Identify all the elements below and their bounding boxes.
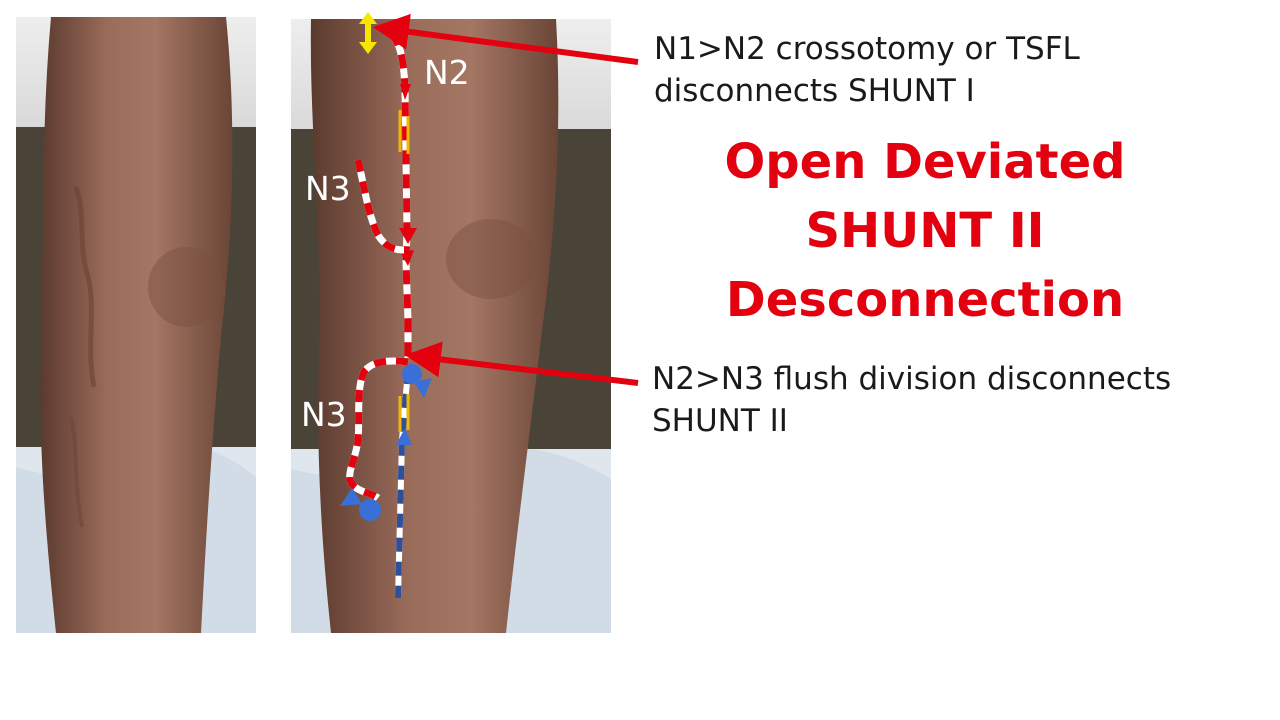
title-line1: Open Deviated (724, 134, 1126, 190)
label-n3-lower: N3 (301, 395, 347, 434)
title-line2: SHUNT II (805, 203, 1045, 259)
annotation-bottom-line1: N2>N3 flush division disconnects (652, 361, 1172, 397)
slide-title: Open Deviated SHUNT II Desconnection (700, 128, 1150, 335)
leg-photo-annotated (291, 19, 611, 633)
label-n2: N2 (424, 53, 470, 92)
title-line3: Desconnection (725, 272, 1125, 328)
annotation-bottom: N2>N3 flush division disconnects SHUNT I… (652, 358, 1171, 442)
annotation-top-line1: N1>N2 crossotomy or TSFL (654, 31, 1080, 67)
label-n3-upper: N3 (305, 169, 351, 208)
annotation-top: N1>N2 crossotomy or TSFL disconnects SHU… (654, 28, 1080, 112)
annotation-bottom-line2: SHUNT II (652, 403, 788, 439)
annotation-top-line2: disconnects SHUNT I (654, 73, 975, 109)
leg-photo-before (16, 17, 256, 633)
